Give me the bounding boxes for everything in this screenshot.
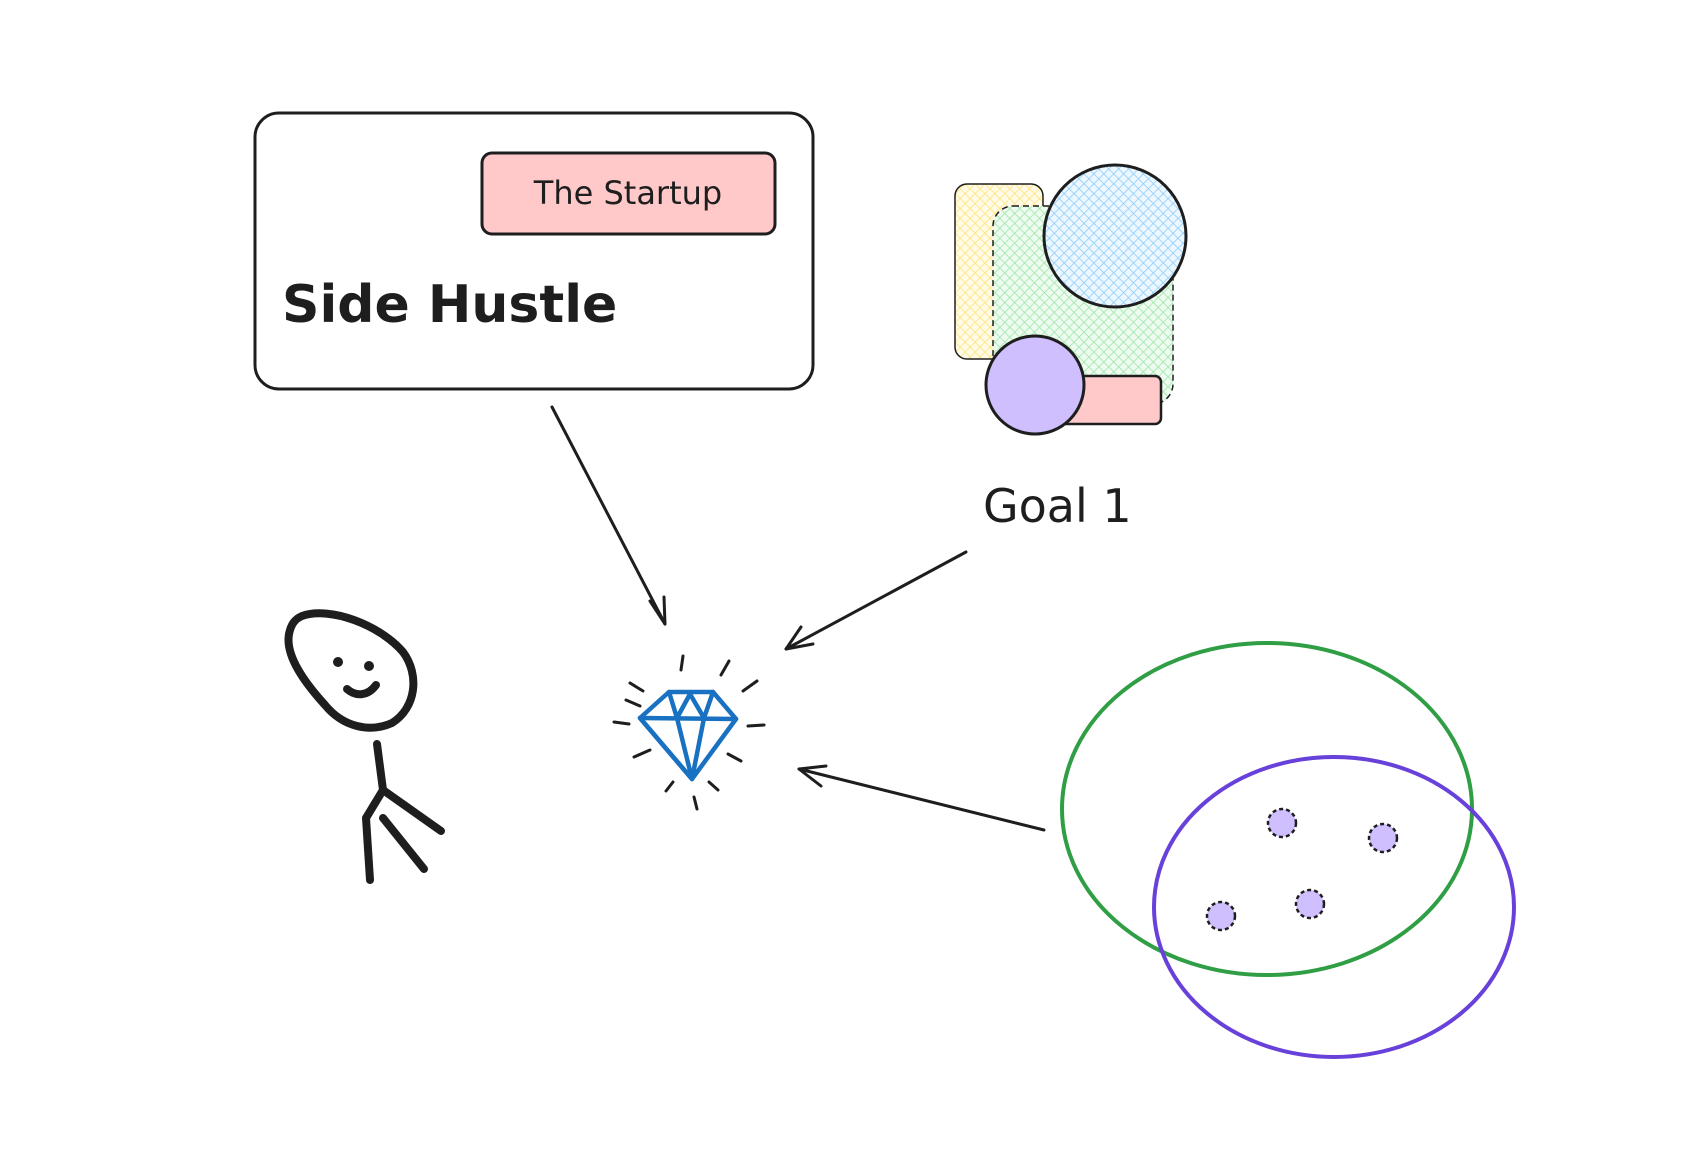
- dot-4[interactable]: [1207, 902, 1235, 930]
- dot-1[interactable]: [1268, 809, 1296, 837]
- sparkle-lines: [614, 656, 764, 809]
- goal-shape-cluster[interactable]: [955, 165, 1186, 434]
- venn-diagram[interactable]: [1062, 643, 1514, 1057]
- dot-2[interactable]: [1369, 824, 1397, 852]
- blue-circle[interactable]: [1044, 165, 1186, 307]
- arrow-goal-to-diamond[interactable]: [786, 552, 966, 649]
- dot-3[interactable]: [1296, 890, 1324, 918]
- violet-ellipse[interactable]: [1154, 757, 1514, 1057]
- startup-tag[interactable]: The Startup: [482, 153, 775, 234]
- side-hustle-label: Side Hustle: [282, 275, 617, 335]
- stick-figure-body: [366, 744, 383, 880]
- violet-circle[interactable]: [986, 336, 1084, 434]
- diamond-icon[interactable]: [614, 656, 764, 809]
- green-ellipse[interactable]: [1062, 643, 1472, 975]
- stick-figure-head: [288, 613, 413, 727]
- stick-figure[interactable]: [288, 613, 441, 880]
- arrow-side-hustle-to-diamond[interactable]: [552, 407, 665, 624]
- goal-label[interactable]: Goal 1: [983, 479, 1132, 533]
- startup-label: The Startup: [533, 174, 722, 212]
- arrow-venn-to-diamond[interactable]: [799, 766, 1044, 830]
